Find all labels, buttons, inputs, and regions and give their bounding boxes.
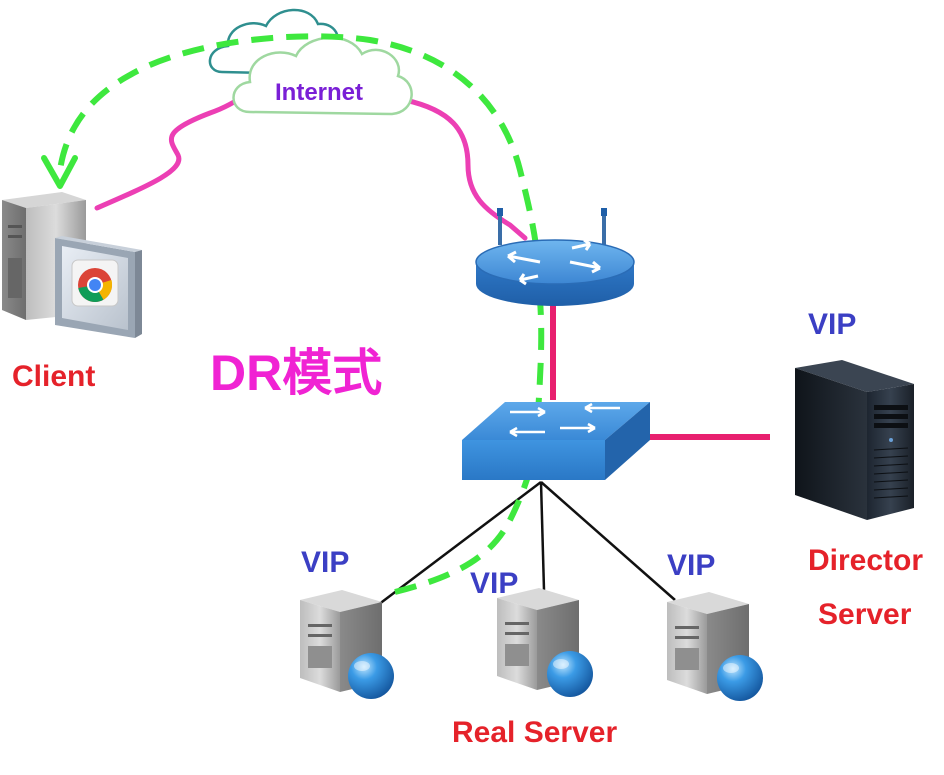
internet-label: Internet bbox=[275, 79, 364, 106]
browser-icon bbox=[71, 259, 119, 307]
globe-icon bbox=[348, 653, 394, 699]
internet-router-link bbox=[402, 97, 528, 241]
switch-icon bbox=[462, 402, 650, 480]
director-server-icon bbox=[795, 360, 914, 520]
return-arrowhead bbox=[41, 155, 78, 189]
director-name-line1: Director bbox=[808, 544, 924, 577]
real-server-icon bbox=[667, 592, 749, 694]
switch-realserver3-link bbox=[540, 481, 676, 601]
real-server-icon bbox=[497, 588, 579, 690]
links bbox=[94, 89, 770, 606]
director-vip-label: VIP bbox=[808, 308, 857, 341]
realserver3-vip-label: VIP bbox=[667, 549, 716, 582]
client-internet-link bbox=[94, 89, 253, 211]
return-path bbox=[57, 33, 545, 595]
globe-icon bbox=[547, 651, 593, 697]
mode-title: DR模式 bbox=[210, 345, 383, 401]
router-icon bbox=[475, 208, 635, 306]
realserver2-vip-label: VIP bbox=[470, 567, 519, 600]
switch-realserver2-link bbox=[539, 481, 546, 591]
cloud-icon bbox=[208, 8, 413, 116]
director-name-line2: Server bbox=[818, 598, 912, 631]
real-server-label: Real Server bbox=[452, 716, 618, 749]
client-label: Client bbox=[12, 360, 96, 393]
realserver1-vip-label: VIP bbox=[301, 546, 350, 579]
switch-realserver1-link bbox=[377, 481, 542, 606]
globe-icon bbox=[717, 655, 763, 701]
